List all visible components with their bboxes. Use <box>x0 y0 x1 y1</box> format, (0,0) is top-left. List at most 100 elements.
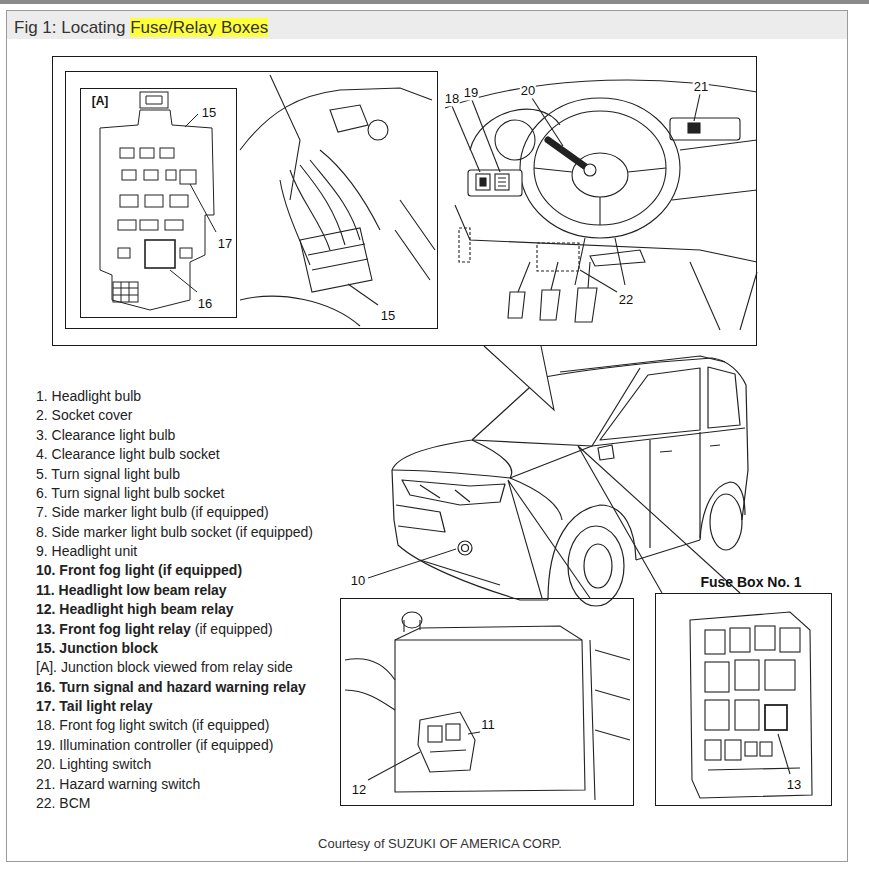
text-holder: 21. Hazard warning switch <box>36 774 200 793</box>
legend-item: 16. Turn signal and hazard warning relay <box>36 679 306 695</box>
battery-drawing <box>402 612 422 628</box>
dashboard-drawing <box>518 262 590 292</box>
battery-drawing <box>468 732 480 734</box>
battery-drawing <box>404 620 420 632</box>
car-drawing <box>636 540 700 560</box>
dashboard-drawing <box>672 140 757 330</box>
harness-drawing <box>300 228 372 292</box>
legend-item: 15. Junction block <box>36 640 158 656</box>
legend-item: 22. BCM <box>36 795 90 811</box>
dashboard-drawing <box>445 80 757 108</box>
legend-item: 4. Clearance light bulb socket <box>36 447 220 463</box>
text-holder: 10. Front fog light (if equipped) <box>36 561 242 580</box>
dashboard-drawing <box>472 100 500 172</box>
junction-block-drawing <box>120 195 138 207</box>
dashboard-drawing <box>455 205 757 262</box>
car-drawing <box>598 445 614 460</box>
fuse-box-drawing <box>730 628 750 652</box>
dashboard-drawing <box>508 292 525 318</box>
text-holder: 17 <box>217 233 233 252</box>
text-holder: 8. Side marker light bulb socket (if equ… <box>36 522 313 541</box>
battery-drawing <box>446 724 460 740</box>
callout-number: 13 <box>786 777 802 792</box>
dashboard-drawing <box>452 106 480 172</box>
text-holder: 15. Junction block <box>36 638 158 657</box>
junction-block-drawing <box>113 282 138 302</box>
harness-drawing <box>395 200 435 280</box>
fuse-box-drawing <box>705 630 725 654</box>
text-holder: 10 <box>350 570 366 589</box>
callout-number: 15 <box>201 105 217 120</box>
text-holder: 21 <box>693 76 709 95</box>
junction-block-drawing <box>160 148 174 158</box>
text-holder: 22 <box>618 289 634 308</box>
legend-item: 6. Turn signal light bulb socket <box>36 485 224 501</box>
legend-item: 12. Headlight high beam relay <box>36 602 234 618</box>
text-holder: 20 <box>520 80 536 99</box>
legend-item: 19. Illumination controller (if equipped… <box>36 737 273 753</box>
junction-block-drawing <box>140 92 168 108</box>
fuse-box-drawing <box>690 612 812 798</box>
dashboard-drawing <box>480 178 486 186</box>
battery-drawing <box>590 640 630 800</box>
legend-item: 10. Front fog light (if equipped) <box>36 563 242 579</box>
text-holder: 6. Turn signal light bulb socket <box>36 483 224 502</box>
legend-item: 7. Side marker light bulb (if equipped) <box>36 505 269 521</box>
fuse-box-drawing <box>765 660 795 690</box>
text-holder: 22. BCM <box>36 793 90 812</box>
figure-caption: Courtesy of SUZUKI OF AMERICA CORP. <box>318 836 562 851</box>
dashboard-drawing <box>534 111 666 225</box>
inset-panel: 181920212215[A]151716 <box>52 56 757 346</box>
junction-block-drawing <box>118 220 136 230</box>
page-frame <box>7 11 848 862</box>
junction-block-drawing <box>100 110 214 310</box>
dashboard-drawing <box>534 168 666 225</box>
dashboard-drawing <box>468 170 522 196</box>
battery-drawing <box>430 750 466 752</box>
junction-block-drawing <box>170 270 197 292</box>
leader-line <box>368 549 456 578</box>
junction-block-drawing <box>120 148 134 158</box>
junction-block-drawing <box>118 248 130 258</box>
section-heading: Fuse Box No. 1 <box>700 574 801 590</box>
text-holder: [A] <box>92 90 109 109</box>
dashboard-drawing <box>548 140 590 170</box>
car-drawing <box>420 485 470 502</box>
text-holder: 17. Tail light relay <box>36 696 152 715</box>
car-drawing <box>584 544 612 588</box>
page-frame <box>0 0 869 4</box>
car-drawing <box>472 368 640 446</box>
fuse-box-drawing <box>755 626 775 650</box>
text-holder: 18. Front fog light switch (if equipped) <box>36 716 269 735</box>
junction-block-drawing <box>140 220 158 230</box>
harness-drawing <box>368 120 388 140</box>
fuse-box-drawing <box>705 700 729 730</box>
text-holder: 19 <box>463 82 479 101</box>
junction-block-drawing <box>100 92 216 310</box>
fuse-box-drawing <box>705 740 721 760</box>
text-holder: 19. Illumination controller (if equipped… <box>36 735 273 754</box>
text-holder: 13. Front fog light relay <box>36 619 191 638</box>
text-holder: Fuse Box No. 1 <box>700 572 801 591</box>
fuse-box-drawing <box>735 700 759 730</box>
text-holder: 13 <box>786 774 802 793</box>
car-drawing <box>472 440 512 478</box>
junction-block-drawing <box>166 170 176 180</box>
callout-number: 18 <box>444 91 460 106</box>
junction-block-drawing <box>180 170 196 184</box>
text-holder: 12. Headlight high beam relay <box>36 600 234 619</box>
dashboard-drawing <box>459 228 470 262</box>
inset-panel: Fuse Box No. 113 <box>655 593 832 806</box>
harness-drawing <box>320 150 380 230</box>
junction-block-drawing <box>146 96 162 104</box>
text-holder: 12 <box>351 779 367 798</box>
dashboard-drawing <box>540 290 560 320</box>
legend-item: 17. Tail light relay <box>36 698 152 714</box>
junction-block-drawing <box>144 170 158 180</box>
dashboard-drawing <box>495 174 509 190</box>
harness-drawing <box>300 165 345 245</box>
harness-drawing <box>270 75 300 200</box>
text-holder: 16. Turn signal and hazard warning relay <box>36 677 306 696</box>
